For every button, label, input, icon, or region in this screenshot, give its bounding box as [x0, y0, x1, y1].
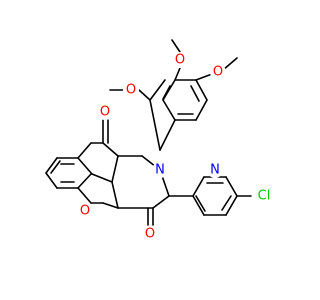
bond	[195, 99, 208, 121]
bond	[174, 67, 181, 81]
bond	[162, 99, 176, 121]
atom-nitrogen: N	[210, 163, 220, 178]
bond	[149, 99, 161, 151]
bonds	[45, 39, 252, 226]
atom-oxygen: O	[213, 65, 223, 80]
bond	[192, 195, 205, 216]
atom-nitrogen: N	[155, 163, 165, 178]
bond	[111, 181, 119, 209]
atom-chlorine: Cl	[258, 189, 271, 204]
bond	[45, 157, 58, 174]
bond	[50, 160, 61, 174]
bond	[102, 142, 119, 157]
structure-diagram: O O O O O O N N Cl	[45, 39, 275, 242]
atom-oxygen: O	[100, 105, 110, 120]
molecule-canvas: O O O O O O N N Cl	[45, 39, 275, 242]
bond	[162, 85, 171, 100]
bond	[91, 173, 113, 183]
bond	[45, 172, 58, 189]
bond	[159, 119, 176, 151]
atom-oxygen: O	[80, 204, 90, 219]
bond	[77, 173, 92, 189]
bond	[171, 39, 181, 53]
bond	[221, 195, 232, 211]
bond	[222, 57, 238, 71]
bond	[102, 202, 119, 209]
bond	[195, 79, 208, 101]
bond	[225, 195, 238, 216]
atom-labels: O O O O O O N N Cl	[77, 52, 275, 242]
bond	[225, 176, 238, 197]
bond	[77, 142, 92, 159]
bond	[111, 155, 119, 183]
bond	[195, 195, 206, 212]
bond	[190, 85, 200, 102]
bond	[149, 79, 166, 101]
bond	[195, 73, 213, 81]
bond	[77, 157, 93, 175]
bond	[192, 176, 205, 197]
atom-oxygen: O	[126, 83, 136, 98]
atom-oxygen: O	[175, 53, 185, 68]
atom-oxygen: O	[145, 227, 155, 242]
bond	[152, 195, 170, 209]
bond	[77, 187, 92, 204]
bond	[138, 89, 151, 101]
